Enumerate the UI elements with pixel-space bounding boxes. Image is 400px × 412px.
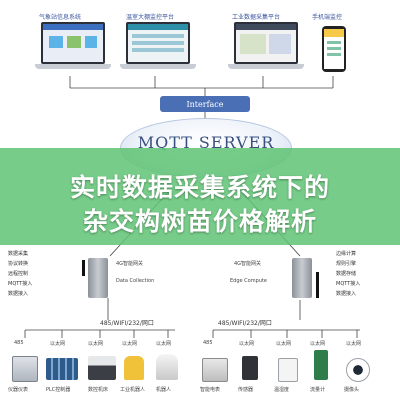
left-feature-item: 远程控制 [8, 271, 29, 277]
screen-1-label: 气象站信息系统 [39, 14, 82, 21]
right-port-label: 485 [203, 340, 213, 346]
left-port-label: 以太网 [122, 341, 138, 347]
banner-line-1: 实时数据采集系统下的 [69, 173, 330, 202]
right-device-label: 摄像头 [344, 387, 360, 393]
plc-device [46, 358, 78, 380]
laptop-base-3 [228, 64, 304, 69]
flow-meter [314, 350, 328, 380]
right-port-label: 以太网 [346, 341, 362, 347]
left-port-label: 以太网 [156, 341, 172, 347]
right-feature-item: 数据存储 [336, 271, 357, 277]
right-gateway-device [292, 258, 312, 298]
right-feature-item: MQTT接入 [336, 281, 361, 287]
left-device-label: PLC控制器 [46, 387, 71, 393]
right-feature-item: 边缘计算 [336, 251, 357, 257]
screen-4: 手机端监控 [310, 12, 370, 74]
screen-3: 工业数据采集平台 [228, 12, 304, 74]
right-device-label: 智能电表 [200, 387, 221, 393]
left-feature-item: 数据采集 [8, 251, 29, 257]
left-feature-item: 协议转换 [8, 261, 29, 267]
camera-device [346, 358, 370, 382]
humidity-sensor [278, 358, 298, 382]
left-gateway: 4G智能网关 Data Collection [76, 258, 196, 300]
left-port-label: 485 [14, 340, 24, 346]
smart-meter [202, 358, 228, 382]
screen-2-label: 温室大棚监控平台 [126, 14, 175, 21]
left-feature-list: 数据采集 协议转换 远程控制 MQTT接入 数据接入 [8, 250, 70, 310]
left-feature-item: MQTT接入 [8, 281, 33, 287]
screen-4-label: 手机端监控 [312, 14, 343, 21]
right-antenna [316, 272, 319, 298]
screen-2: 温室大棚监控平台 [120, 12, 196, 74]
right-device-label: 温湿度 [274, 387, 290, 393]
phone-device [322, 26, 346, 72]
laptop-base-2 [120, 64, 196, 69]
right-bus-label: 485/WIFI/232/网口 [218, 320, 272, 327]
laptop-monitor-3 [234, 22, 298, 64]
left-bus-label: 485/WIFI/232/网口 [100, 320, 154, 327]
right-feature-list: 边缘计算 规则引擎 数据存储 MQTT接入 数据接入 [336, 250, 396, 310]
laptop-base-1 [35, 64, 111, 69]
banner-line-2: 杂交构树苗价格解析 [82, 207, 317, 236]
title-banner: 实时数据采集系统下的 杂交构树苗价格解析 [0, 148, 400, 245]
left-port-label: 以太网 [88, 341, 104, 347]
left-gateway-name: 4G智能网关 [116, 261, 144, 267]
right-feature-item: 规则引擎 [336, 261, 357, 267]
left-device-label: 仪器仪表 [8, 387, 29, 393]
left-device-label: 工业机器人 [120, 387, 146, 393]
meter-device [12, 356, 38, 382]
left-feature-item: 数据接入 [8, 291, 29, 297]
interface-box: Interface [160, 96, 250, 112]
laptop-monitor-1 [41, 22, 105, 64]
left-gateway-caption: Data Collection [116, 278, 155, 284]
cnc-machine [88, 356, 116, 380]
left-device-label: 数控机床 [88, 387, 109, 393]
left-port-label: 以太网 [50, 341, 66, 347]
right-port-label: 以太网 [239, 341, 255, 347]
server-label: MQTT SERVER [137, 132, 275, 152]
right-port-label: 以太网 [310, 341, 326, 347]
right-port-label: 以太网 [276, 341, 292, 347]
sensor-device [242, 356, 258, 380]
right-gateway-caption: Edge Compute [230, 278, 267, 284]
screen-3-label: 工业数据采集平台 [232, 14, 281, 21]
left-gateway-device [88, 258, 108, 298]
industrial-robot [124, 356, 144, 380]
laptop-monitor-2 [126, 22, 190, 64]
right-feature-item: 数据接入 [336, 291, 357, 297]
robot-arm [156, 354, 178, 380]
right-gateway: 4G智能网关 Edge Compute [210, 258, 330, 300]
screen-1: 气象站信息系统 [35, 12, 111, 74]
interface-label: Interface [186, 99, 224, 109]
left-device-label: 机器人 [156, 387, 172, 393]
right-device-label: 流量计 [310, 387, 326, 393]
left-antenna [82, 260, 85, 276]
right-device-label: 传感器 [238, 387, 254, 393]
right-gateway-name: 4G智能网关 [234, 261, 262, 267]
